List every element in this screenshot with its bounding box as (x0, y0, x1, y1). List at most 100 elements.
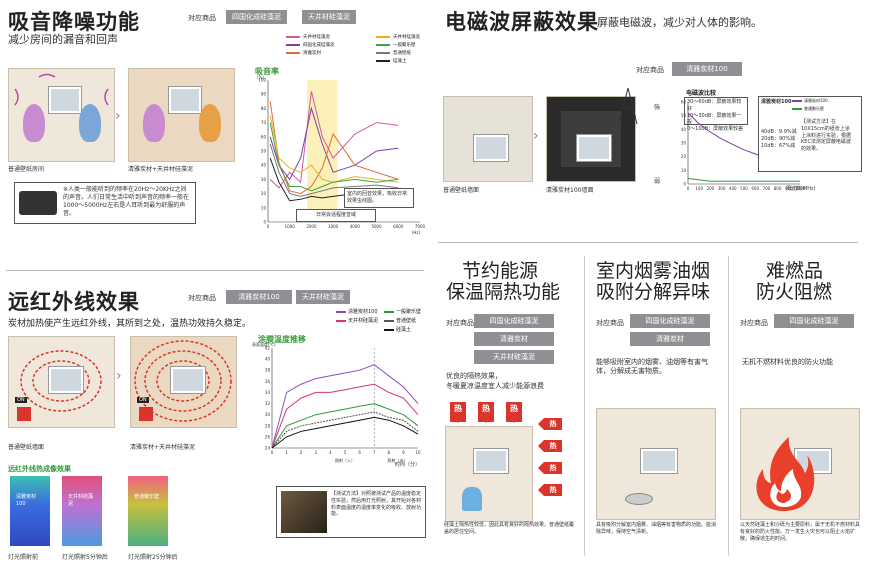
x-tick-label: 7000 (415, 224, 426, 229)
legend-swatch (384, 328, 394, 331)
x-tick-label: 6000 (393, 224, 404, 229)
heater-icon (139, 407, 153, 421)
s4-note: 硅藻土隔热性较低，因此具有良好的隔热效果。普通壁纸覆盖的居住空间。 (444, 522, 575, 535)
s1-title: 吸音降噪功能 (8, 10, 140, 34)
legend-label: 天井材硅藻泥 (393, 35, 420, 40)
x-tick-label: 6 (358, 450, 361, 455)
legend-swatch (336, 310, 346, 313)
s1-subtitle: 减少房间的漏音和回声 (8, 33, 118, 46)
pylon-icon (618, 87, 638, 125)
x-tick-label: 3000 (328, 224, 339, 229)
legend-swatch (384, 310, 394, 313)
s3-room-left: ON (8, 336, 115, 428)
divider-right-mid (438, 242, 858, 243)
s5-chip-2: 清雅炭材 (630, 332, 710, 346)
absorb-legend-item: 清雅炭材 (286, 50, 321, 56)
series-line-3 (269, 115, 399, 183)
x-tick-label: 600 (751, 186, 759, 191)
absorb-legend-item: 硅藻土 (376, 58, 407, 64)
s3-caption-left: 普通壁纸墙面 (8, 444, 45, 451)
legend-label: 清雅炭材100 (348, 309, 378, 315)
y-tick-label: 36 (265, 379, 271, 384)
s6-note: 以天然硅藻土和沙砾为主要原料，属于无机不燃材料具有良好的防火性能。万一发生火灾也… (740, 522, 861, 542)
x-tick-label: 0 (687, 186, 690, 191)
heat-arrow-1: 热 (450, 402, 466, 423)
series-line-0 (269, 91, 399, 189)
legend-swatch (792, 100, 802, 102)
s2-method-line-1: 40dB：9.9%減 (761, 129, 797, 135)
s5-chip-1: 四国化成硅藻泥 (630, 314, 710, 328)
series-line-1 (271, 383, 419, 449)
y-tick-label: 30 (265, 412, 271, 417)
s6-title-2: 防火阻燃 (756, 281, 833, 303)
series-line-2 (271, 403, 419, 449)
s3-room-right: ON (130, 336, 237, 428)
lamp-photo (281, 491, 327, 533)
s2-chip: 清雅炭材100 (672, 62, 742, 76)
temp-legend-item: 普通壁纸 (384, 317, 416, 325)
s3-caption-right: 清雅炭材+天井材硅藻泥 (130, 444, 196, 451)
series-line-0 (271, 364, 419, 449)
x-tick-label: 2 (300, 450, 303, 455)
s3-desc: 炭材加热使产生远红外线，其所到之处，温热功效持久稳定。 (8, 319, 252, 329)
speaker-icon (19, 191, 57, 215)
x-tick-label: 400 (729, 186, 737, 191)
legend-label: 一般聚乐壁 (393, 43, 416, 48)
x-tick-label: 2000 (306, 224, 317, 229)
s4-title-2: 保温隔热功能 (446, 281, 561, 303)
heat-arrow-side-2: 热 (538, 440, 562, 452)
s2-room-left (443, 96, 533, 182)
s6-desc: 无机不燃材料优良的防火功能 (742, 358, 833, 366)
x-tick-label: 300 (718, 186, 726, 191)
y-tick-label: 60 (681, 100, 687, 105)
s3-chart-title: 涂膜温度推移 (258, 335, 306, 344)
y-tick-label: 60 (261, 134, 267, 139)
s2-method-line-2: 20dB：90%減 (761, 135, 796, 142)
s1-callout-2: 日常会话程度音域 (296, 209, 376, 222)
s1-chip-1: 四国化成硅藻泥 (226, 10, 287, 24)
s4-chip-1: 四国化成硅藻泥 (474, 314, 554, 328)
legend-swatch (792, 108, 802, 110)
x-tick-label: 5000 (371, 224, 382, 229)
heat-arrow-side-1: 热 (538, 418, 562, 430)
y-tick-label: 20 (261, 191, 267, 196)
ir-label-3: 普通聚乐壁 (134, 494, 160, 500)
y-tick-label: 40 (265, 357, 271, 362)
x-tick-label: 8 (388, 450, 391, 455)
legend-label: 普通壁纸 (393, 51, 411, 56)
series-line-1 (687, 178, 800, 182)
s2-strong-label: 強 (654, 104, 661, 111)
ir-caption-2: 灯光照射5分钟后 (62, 554, 108, 561)
y-tick-label: 10 (261, 205, 267, 210)
y-unit-label: (%) (257, 75, 264, 80)
s3-on-label-left: ON (15, 397, 27, 403)
arrow-right-icon: › (533, 128, 539, 144)
s6-prod-label: 对应商品 (740, 319, 768, 327)
legend-label: 硅藻土 (393, 59, 407, 64)
x-tick-label: 200 (707, 186, 715, 191)
y-tick-label: 26 (265, 434, 271, 439)
series-line-4 (269, 122, 399, 192)
s3-ir-title: 远红外线热成像效果 (8, 465, 71, 473)
heat-arrow-side-3: 热 (538, 462, 562, 474)
s6-chip: 四国化成硅藻泥 (774, 314, 854, 328)
x-tick-label: 0 (271, 450, 274, 455)
y-tick-label: 90 (261, 92, 267, 97)
s4-room (445, 426, 533, 522)
x-tick-label: 4 (329, 450, 332, 455)
s2-room-right (546, 96, 636, 182)
y-tick-label: 20 (681, 154, 687, 159)
s2-legend-box: 30～60dB：屏蔽效果较好 10～30dB：屏蔽效果一般 0～10dB：屏蔽效… (684, 97, 748, 132)
lamp-on-label: 照射（入） (335, 457, 355, 463)
series-line-5 (269, 143, 399, 197)
s3-method-note: 【测试方法】对照被测试产品的温度稳定性实验，然后用灯光照射，其开始对各材料表面温… (331, 491, 422, 518)
s2-method-note: 【测试方法】在10X15cm的纸张上涂上涂料进行实验，根据KEC法测定屏蔽电磁波… (801, 119, 852, 152)
legend-swatch (286, 43, 300, 46)
divider-left-mid (6, 270, 424, 271)
s1-caption-left: 普通壁纸房间 (8, 166, 45, 173)
y-tick-label: 50 (681, 113, 687, 118)
legend-swatch (376, 43, 390, 46)
